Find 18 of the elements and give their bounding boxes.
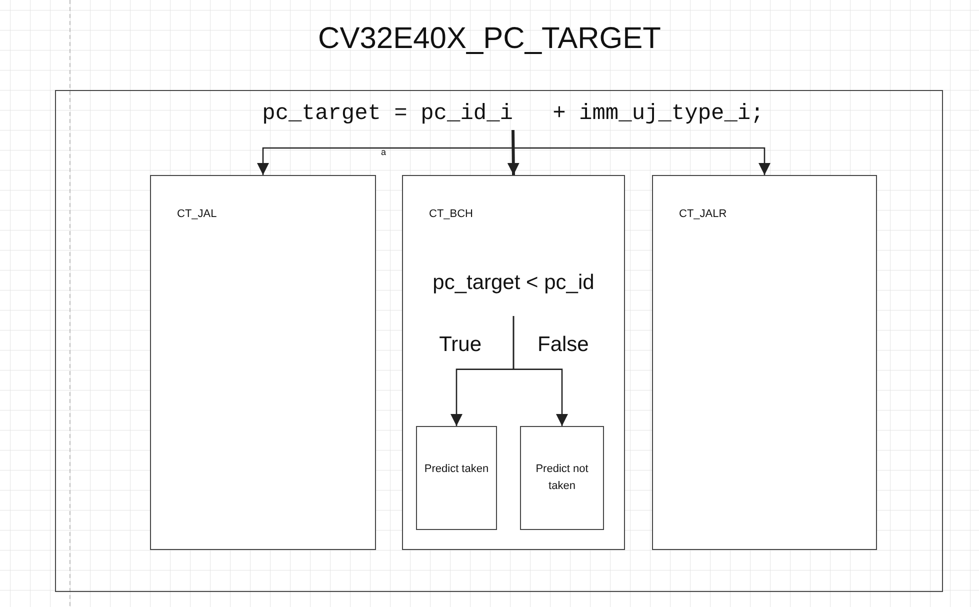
block-label: CT_BCH [429,208,474,220]
block-box [402,175,625,550]
arrow [512,130,770,175]
diagram-title: CV32E40X_PC_TARGET [317,22,662,56]
box-label: Predict not taken [534,462,590,494]
arrow [507,130,520,176]
box-label: Predict taken [423,462,490,477]
outer-frame [55,90,943,592]
process-box [520,426,604,530]
block-box [652,175,877,550]
block-box [150,175,376,550]
block-label: CT_JALR [679,208,727,220]
note-text: a [381,147,386,157]
condition-text: pc_target < pc_id [432,270,596,296]
arrow [512,316,568,426]
process-box [416,426,497,530]
block-label: CT_JAL [177,208,217,220]
code-expression: pc_target = pc_id_i + imm_uj_type_i; [261,100,765,128]
